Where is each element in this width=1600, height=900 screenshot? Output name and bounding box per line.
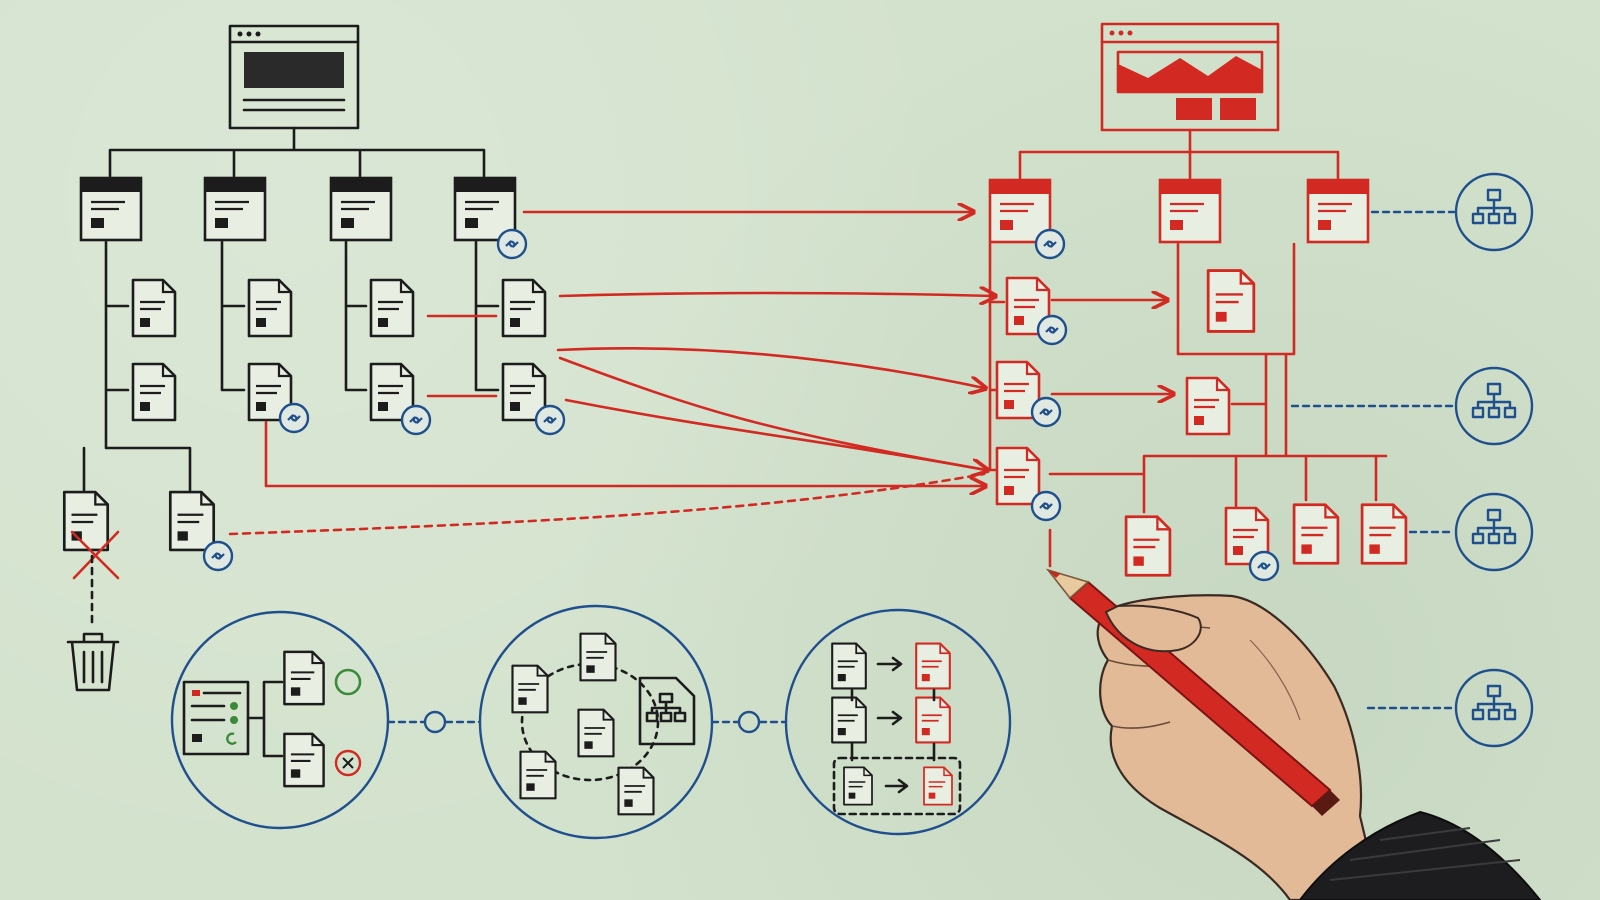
link-icon (1034, 228, 1066, 260)
cross-mark-icon (70, 530, 120, 580)
trash-icon (66, 632, 120, 692)
document-icon (131, 362, 177, 422)
document-icon (1292, 503, 1340, 565)
document-icon (501, 278, 547, 338)
browser-window-icon (228, 24, 360, 130)
document-icon (511, 664, 549, 714)
document-icon (923, 766, 953, 806)
page-icon (329, 176, 393, 242)
document-icon (62, 490, 110, 552)
document-icon (283, 650, 325, 706)
link-icon (1248, 550, 1280, 582)
link-badges (202, 228, 1280, 582)
list-page-icon (182, 680, 250, 756)
document-icon (1206, 269, 1256, 333)
document-icon (1360, 503, 1408, 565)
document-icon (1185, 376, 1231, 436)
sitemap-links (1290, 172, 1534, 748)
document-icon (915, 642, 951, 690)
link-icon (278, 402, 310, 434)
document-icon (247, 278, 293, 338)
page-icon (1158, 178, 1222, 244)
arrow-icon (876, 656, 909, 794)
document-icon (831, 642, 867, 690)
finger (1104, 604, 1202, 653)
document-icon (843, 766, 873, 806)
document-icon (369, 278, 415, 338)
document-icon (577, 708, 615, 758)
document-icon (915, 696, 951, 744)
link-icon (1036, 314, 1068, 346)
page-icon (79, 176, 143, 242)
link-icon (496, 228, 528, 260)
document-icon (283, 732, 325, 788)
process-steps (170, 604, 1012, 840)
document-icon (168, 490, 216, 552)
map-step (478, 604, 714, 840)
sitemap-icon (638, 676, 696, 746)
document-icon (617, 766, 655, 816)
sitemap-icon (1454, 172, 1534, 252)
check-circle-icon (334, 668, 362, 696)
legacy-sitemap (62, 24, 547, 692)
browser-window-icon (1100, 22, 1280, 132)
redirect-arrows (228, 212, 994, 536)
link-icon (400, 404, 432, 436)
document-icon (831, 696, 867, 744)
link-icon (1030, 490, 1062, 522)
document-icon (131, 278, 177, 338)
link-icon (534, 404, 566, 436)
sitemap-icon (1454, 366, 1534, 446)
document-icon (995, 446, 1041, 506)
sitemap-icon (1454, 492, 1534, 572)
document-icon (1124, 515, 1172, 577)
audit-step (170, 610, 390, 830)
sitemap-icon (1454, 668, 1534, 748)
document-icon (579, 632, 617, 682)
document-icon (519, 750, 557, 800)
redirect-step (784, 608, 1012, 836)
link-icon (202, 540, 234, 572)
link-icon (1030, 396, 1062, 428)
page-icon (203, 176, 267, 242)
page-icon (1306, 178, 1370, 244)
cross-circle-icon (334, 749, 362, 777)
